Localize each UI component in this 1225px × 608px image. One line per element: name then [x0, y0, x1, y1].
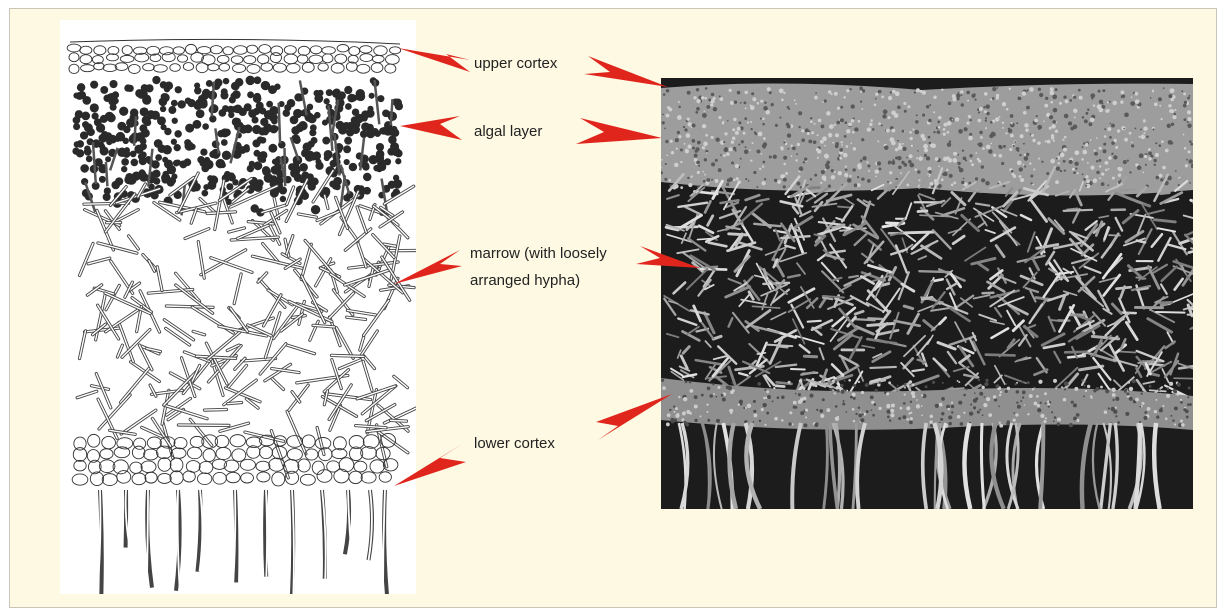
arrow-marrow-right — [636, 246, 700, 268]
arrow-marrow-left — [394, 250, 462, 284]
arrow-lower-cortex-right — [596, 394, 672, 440]
label-algal-layer: algal layer — [474, 121, 542, 142]
label-lower-cortex: lower cortex — [474, 433, 555, 454]
label-marrow-line1: marrow (with loosely — [470, 243, 607, 264]
arrow-layer — [0, 0, 1225, 594]
label-upper-cortex: upper cortex — [474, 53, 557, 74]
arrow-lower-cortex-left — [394, 444, 466, 486]
arrow-algal-layer-left — [400, 116, 462, 140]
arrow-upper-cortex-right — [584, 56, 668, 87]
label-marrow-line2: arranged hypha) — [470, 270, 580, 291]
arrow-upper-cortex-left — [398, 48, 470, 72]
arrow-algal-layer-right — [576, 118, 662, 144]
